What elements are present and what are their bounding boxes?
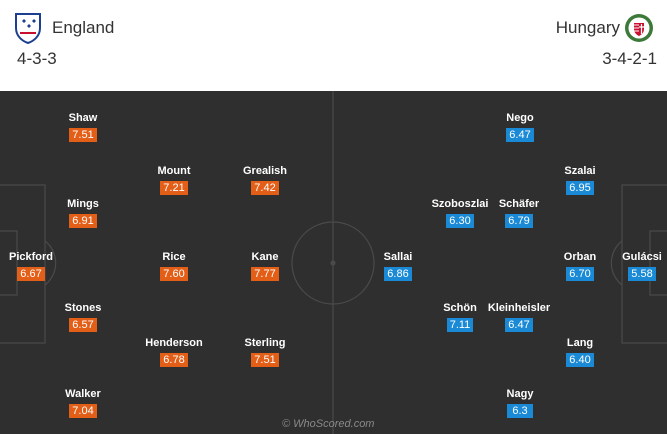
match-header: England 4-3-3 Hungary 3-4-2-1 <box>0 0 667 91</box>
player-rating: 7.11 <box>446 318 474 332</box>
player-name: Pickford <box>8 251 53 263</box>
player-name: Schäfer <box>498 198 540 210</box>
player-rating: 5.58 <box>628 267 656 281</box>
player-name: Nagy <box>506 388 534 400</box>
player-name: Shaw <box>68 112 98 124</box>
player-rice[interactable]: Rice 7.60 <box>129 250 219 282</box>
player-mount[interactable]: Mount 7.21 <box>129 164 219 196</box>
player-walker[interactable]: Walker 7.04 <box>38 387 128 419</box>
player-schon[interactable]: Schön 7.11 <box>415 301 505 333</box>
player-rating: 6.70 <box>566 267 594 281</box>
player-orban[interactable]: Orban 6.70 <box>535 250 625 282</box>
player-name: Henderson <box>145 337 203 349</box>
player-shaw[interactable]: Shaw 7.51 <box>38 111 128 143</box>
player-rating: 6.47 <box>505 318 533 332</box>
player-name: Rice <box>162 251 186 263</box>
player-gulacsi[interactable]: Gulácsi 5.58 <box>597 250 667 282</box>
player-name: Schön <box>443 302 477 314</box>
away-team-name: Hungary <box>555 18 620 37</box>
player-lang[interactable]: Lang 6.40 <box>535 336 625 368</box>
player-name: Walker <box>65 388 101 400</box>
player-kane[interactable]: Kane 7.77 <box>220 250 310 282</box>
player-szalai[interactable]: Szalai 6.95 <box>535 164 625 196</box>
home-team-name: England <box>52 18 115 37</box>
player-name: Orban <box>563 251 597 263</box>
player-rating: 6.86 <box>384 267 412 281</box>
england-crest-icon <box>15 13 41 44</box>
player-name: Nego <box>506 112 534 124</box>
player-rating: 6.57 <box>69 318 97 332</box>
player-rating: 6.30 <box>446 214 474 228</box>
player-rating: 7.21 <box>160 181 188 195</box>
player-name: Szalai <box>564 165 596 177</box>
pitch-lines <box>0 91 667 434</box>
player-name: Mings <box>67 198 99 210</box>
player-name: Sterling <box>244 337 286 349</box>
player-rating: 7.60 <box>160 267 188 281</box>
player-nego[interactable]: Nego 6.47 <box>475 111 565 143</box>
player-name: Kane <box>251 251 279 263</box>
player-pickford[interactable]: Pickford 6.67 <box>0 250 76 282</box>
player-name: Kleinheisler <box>487 302 551 314</box>
player-name: Lang <box>566 337 594 349</box>
player-name: Sallai <box>383 251 413 263</box>
player-schafer[interactable]: Schäfer 6.79 <box>474 197 564 229</box>
player-name: Szoboszlai <box>431 198 489 210</box>
away-formation: 3-4-2-1 <box>602 49 657 68</box>
player-rating: 6.91 <box>69 214 97 228</box>
player-name: Stones <box>64 302 102 314</box>
player-rating: 7.51 <box>69 128 97 142</box>
player-mings[interactable]: Mings 6.91 <box>38 197 128 229</box>
player-rating: 6.40 <box>566 353 594 367</box>
player-rating: 6.79 <box>505 214 533 228</box>
player-rating: 6.95 <box>566 181 594 195</box>
hungary-crest-icon <box>625 14 653 42</box>
player-rating: 6.3 <box>507 404 533 418</box>
player-rating: 7.04 <box>69 404 97 418</box>
player-rating: 6.78 <box>160 353 188 367</box>
player-kleinheisler[interactable]: Kleinheisler 6.47 <box>474 301 564 333</box>
player-name: Gulácsi <box>622 251 662 263</box>
player-rating: 6.67 <box>17 267 45 281</box>
pitch: Shaw 7.51 Mount 7.21 Grealish 7.42 Mings… <box>0 91 667 434</box>
player-grealish[interactable]: Grealish 7.42 <box>220 164 310 196</box>
player-rating: 7.42 <box>251 181 279 195</box>
player-szoboszlai[interactable]: Szoboszlai 6.30 <box>415 197 505 229</box>
player-henderson[interactable]: Henderson 6.78 <box>129 336 219 368</box>
player-nagy[interactable]: Nagy 6.3 <box>475 387 565 419</box>
player-stones[interactable]: Stones 6.57 <box>38 301 128 333</box>
home-formation: 4-3-3 <box>17 49 57 68</box>
player-rating: 7.77 <box>251 267 279 281</box>
player-sallai[interactable]: Sallai 6.86 <box>353 250 443 282</box>
player-sterling[interactable]: Sterling 7.51 <box>220 336 310 368</box>
watermark: © WhoScored.com <box>282 418 375 430</box>
player-name: Mount <box>157 165 191 177</box>
player-rating: 7.51 <box>251 353 279 367</box>
player-rating: 6.47 <box>506 128 534 142</box>
player-name: Grealish <box>242 165 288 177</box>
